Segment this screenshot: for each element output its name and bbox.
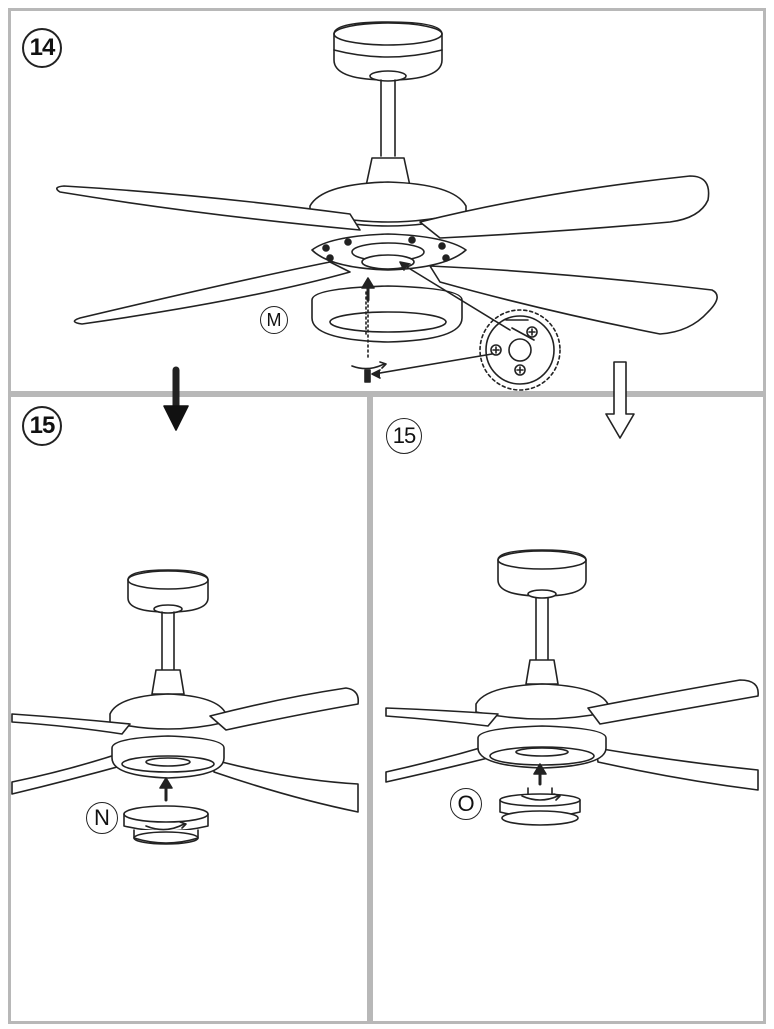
arrow-down-outline <box>605 361 635 439</box>
part-label-o: O <box>450 788 482 820</box>
step-15-left-number: 15 <box>29 412 56 439</box>
step-15-left-badge: 15 <box>22 406 62 446</box>
part-label-m-text: M <box>266 309 282 330</box>
step-14-number: 14 <box>29 34 56 61</box>
step-14-badge: 14 <box>22 28 62 68</box>
step-15-right-number: 15 <box>392 423 417 448</box>
part-label-n-text: N <box>94 805 110 830</box>
fan-step-14 <box>56 21 718 391</box>
part-label-o-text: O <box>457 791 475 816</box>
part-label-n: N <box>86 802 118 834</box>
fan-step-15-right <box>385 549 759 826</box>
fan-step-15-left <box>11 569 360 845</box>
part-label-m: M <box>260 306 288 334</box>
step-15-right-badge: 15 <box>386 418 422 454</box>
